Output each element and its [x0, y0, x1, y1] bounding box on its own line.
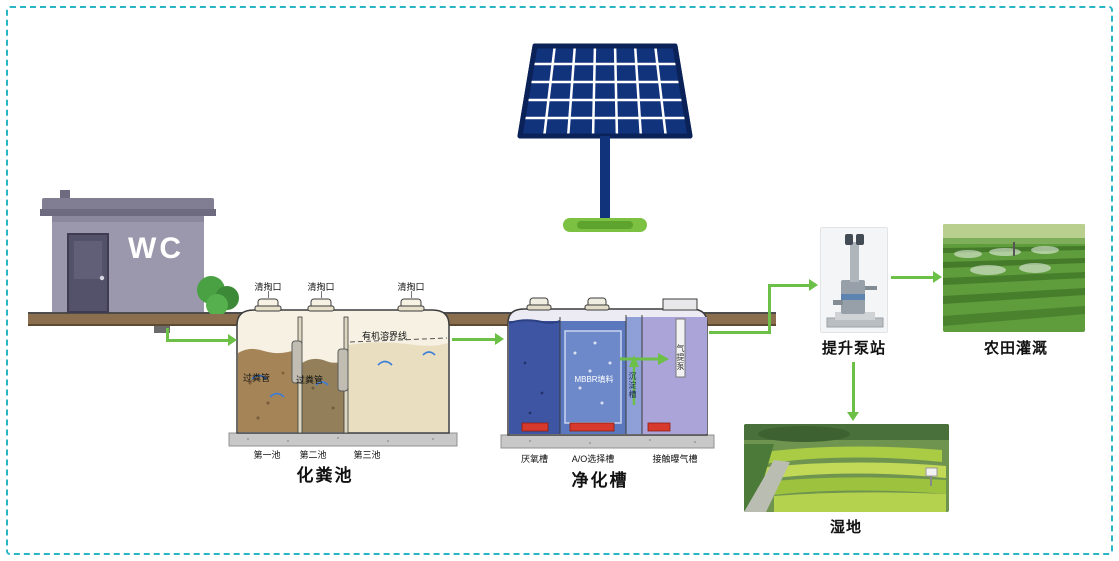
- cleanout-leader-2: [321, 291, 322, 298]
- wetland-title: 湿地: [829, 519, 862, 536]
- airlift-pump-label: 气提泵: [676, 344, 685, 371]
- solar-panel-icon: [517, 43, 693, 139]
- arrow-pump-to-wetland-v: [852, 362, 855, 412]
- organic-line-label: 有机溶界线: [362, 331, 408, 341]
- transfer-pipe-label-2: 过粪管: [296, 375, 324, 385]
- arrow-purifier-to-pump-h1: [709, 331, 771, 334]
- arrow-pump-to-wetland-head: [847, 412, 859, 421]
- section-label-contact-aeration: 接触曝气槽: [652, 454, 698, 464]
- irrigation-field-illustration: [943, 224, 1085, 332]
- purifier-dividers: [559, 315, 643, 434]
- section-label-anaerobic: 厌氧槽: [520, 454, 548, 464]
- wc-outlet-pipe: [154, 326, 170, 333]
- purifier-aeration-units: [521, 422, 671, 432]
- purifier-sedimentation-column: [626, 317, 642, 434]
- purifier-ao-section: [560, 321, 626, 434]
- arrow-septic-to-purifier-head: [495, 333, 504, 345]
- sedimentation-label: 沉淀槽: [628, 372, 637, 399]
- wc-roof: [40, 190, 216, 216]
- cleanout-label-1: 清掏口: [254, 282, 282, 292]
- septic-chamber3-liquid: [348, 337, 448, 432]
- pump-station-photo: [820, 227, 888, 333]
- pump-station-title: 提升泵站: [821, 340, 886, 357]
- solar-panel-assembly: [517, 43, 693, 232]
- purification-tank-title: 净化槽: [571, 471, 629, 490]
- section-label-ao: A/O选择槽: [571, 454, 615, 464]
- organic-dissolution-line: [349, 337, 448, 343]
- purifier-top-caps: [526, 297, 698, 311]
- irrigation-photo: [943, 224, 1085, 332]
- purifier-anaerobic-section: [508, 319, 561, 434]
- arrow-purifier-to-pump-h2: [771, 284, 809, 287]
- chamber-label-2: 第二池: [299, 450, 327, 460]
- arrow-septic-to-purifier-h: [452, 338, 495, 341]
- septic-tank-title: 化粪池: [296, 466, 354, 485]
- bush-icon: [197, 276, 239, 314]
- arrow-pump-to-irrigation-head: [933, 271, 942, 283]
- transfer-pipe-label-1: 过粪管: [243, 373, 271, 383]
- chamber-label-3: 第三池: [353, 450, 381, 460]
- solar-base: [563, 218, 647, 232]
- septic-flow-swirls: [251, 351, 436, 398]
- septic-base-pad: [228, 432, 458, 447]
- cleanout-leader-1: [268, 291, 269, 298]
- cleanout-label-2: 清掏口: [307, 282, 335, 292]
- arrow-wc-to-septic-head: [228, 334, 237, 346]
- wc-building: [40, 190, 216, 313]
- irrigation-title: 农田灌溉: [983, 340, 1048, 357]
- purifier-contact-aeration-section: [642, 317, 707, 434]
- arrow-purifier-to-pump-v: [768, 284, 771, 334]
- mbbr-label: MBBR填料: [574, 375, 614, 384]
- cleanout-label-3: 清掏口: [397, 282, 425, 292]
- pump-station-illustration: [821, 228, 887, 332]
- septic-transfer-pipes: [291, 340, 349, 392]
- purification-tank: [500, 297, 715, 449]
- arrow-wc-to-septic-h: [166, 339, 228, 342]
- septic-tank: [228, 298, 458, 447]
- wetland-illustration: [744, 424, 949, 512]
- solar-pole: [600, 136, 610, 221]
- arrow-pump-to-irrigation-h: [891, 276, 933, 279]
- cleanout-leader-3: [411, 291, 412, 298]
- purifier-flow-arrow: [620, 353, 669, 365]
- septic-chamber1-sludge: [238, 348, 298, 432]
- purifier-base-pad: [500, 434, 715, 449]
- wc-sign: WC: [128, 232, 184, 265]
- septic-cleanout-caps: [254, 298, 425, 312]
- arrow-wc-to-septic-v: [166, 328, 169, 342]
- chamber-label-1: 第一池: [253, 450, 281, 460]
- wc-door: [67, 233, 109, 313]
- wetland-photo: [744, 424, 949, 512]
- arrow-purifier-to-pump-head: [809, 279, 818, 291]
- septic-chamber2-sludge: [302, 358, 344, 432]
